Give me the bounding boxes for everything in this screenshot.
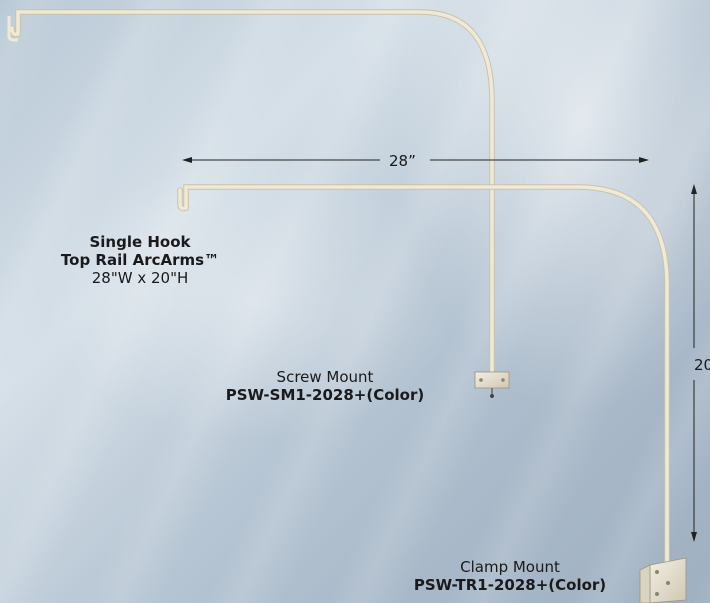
screw-mount-sku: PSW-SM1-2028+(Color) [225, 386, 425, 404]
width-dimension-label: 28” [389, 152, 416, 170]
clamp-mount-arm [177, 184, 687, 603]
screw-mount-label: Screw Mount [276, 368, 374, 386]
clamp-mount-bracket [639, 557, 687, 603]
product-name-line2: Top Rail ArcArms™ [60, 251, 220, 269]
clamp-mount-caption: Clamp Mount PSW-TR1-2028+(Color) [400, 558, 620, 594]
clamp-mount-label: Clamp Mount [460, 558, 560, 576]
screw-mount-arm [7, 9, 510, 398]
product-title-block: Single Hook Top Rail ArcArms™ 28"W x 20"… [40, 233, 240, 287]
product-name-line1: Single Hook [89, 233, 191, 251]
clamp-mount-sku: PSW-TR1-2028+(Color) [413, 576, 607, 594]
width-dimension-line [182, 157, 649, 163]
screw-mount-caption: Screw Mount PSW-SM1-2028+(Color) [225, 368, 425, 404]
height-dimension-label: 20” [694, 356, 710, 374]
height-dimension-line [691, 184, 697, 542]
product-size: 28"W x 20"H [91, 269, 189, 287]
